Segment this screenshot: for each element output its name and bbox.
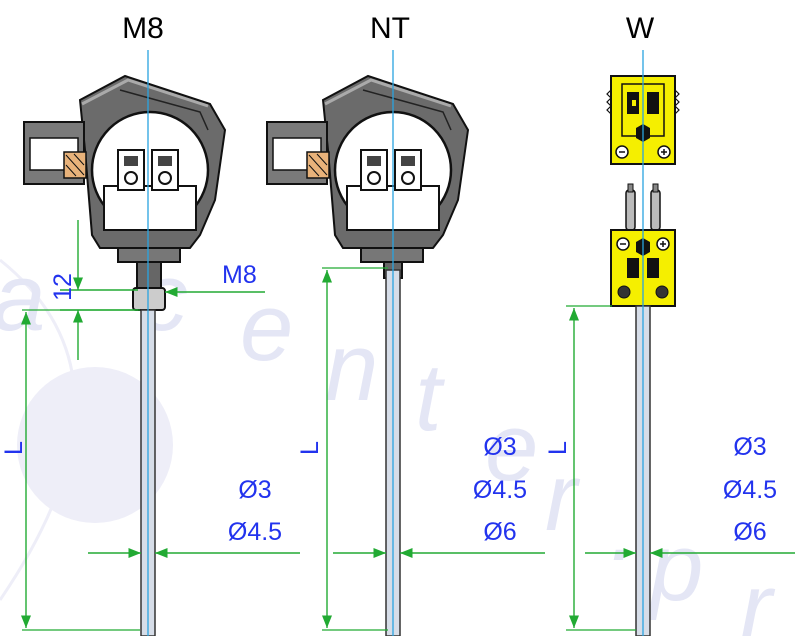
diameter-label: Ø4.5 bbox=[228, 518, 282, 546]
watermark-letter: e bbox=[240, 274, 293, 381]
watermark-circle bbox=[17, 367, 173, 523]
thread-height-label: 12 bbox=[49, 273, 77, 301]
dimension-lines bbox=[321, 267, 545, 631]
watermark-letter: p bbox=[647, 514, 703, 621]
watermark-letter: a bbox=[0, 244, 45, 351]
neck-nut bbox=[360, 247, 424, 263]
watermark-arc bbox=[0, 258, 77, 601]
variant-m8: 12 M8 L Ø3 Ø4.5 bbox=[0, 50, 300, 636]
diameter-label: Ø6 bbox=[733, 518, 766, 546]
diameter-label: Ø3 bbox=[238, 476, 271, 504]
variant-title-w: W bbox=[626, 12, 655, 45]
m8-thread bbox=[132, 287, 166, 311]
terminal-head bbox=[321, 74, 470, 249]
diameter-label: Ø3 bbox=[733, 433, 766, 461]
length-label: L bbox=[544, 441, 572, 455]
diameter-label: Ø3 bbox=[483, 433, 516, 461]
watermark-letter: r bbox=[740, 554, 776, 636]
watermark-letter: . bbox=[610, 474, 637, 581]
length-label: L bbox=[0, 441, 28, 455]
neck-tube bbox=[136, 261, 162, 291]
terminal-head bbox=[78, 74, 227, 249]
diameter-label: Ø6 bbox=[483, 518, 516, 546]
thread-label: M8 bbox=[222, 261, 257, 289]
variant-title-nt: NT bbox=[370, 12, 410, 45]
length-label: L bbox=[296, 441, 324, 455]
watermark-letter: n bbox=[325, 314, 378, 421]
variant-title-m8: M8 bbox=[122, 12, 164, 45]
connector-pins bbox=[625, 183, 661, 231]
diameter-label: Ø4.5 bbox=[723, 476, 777, 504]
watermark-letter: r bbox=[545, 444, 581, 551]
dimension-lines bbox=[566, 305, 795, 631]
cable-gland bbox=[266, 121, 330, 185]
variant-nt: L Ø3 Ø4.5 Ø6 bbox=[266, 50, 545, 636]
neck-nut bbox=[117, 247, 181, 263]
diameter-label: Ø4.5 bbox=[473, 476, 527, 504]
variant-w: L Ø3 Ø4.5 Ø6 bbox=[544, 50, 795, 636]
dimension-lines bbox=[20, 220, 300, 631]
cable-gland bbox=[23, 121, 87, 185]
watermark-letter: e bbox=[485, 394, 538, 501]
watermark-letter: t bbox=[415, 344, 445, 451]
